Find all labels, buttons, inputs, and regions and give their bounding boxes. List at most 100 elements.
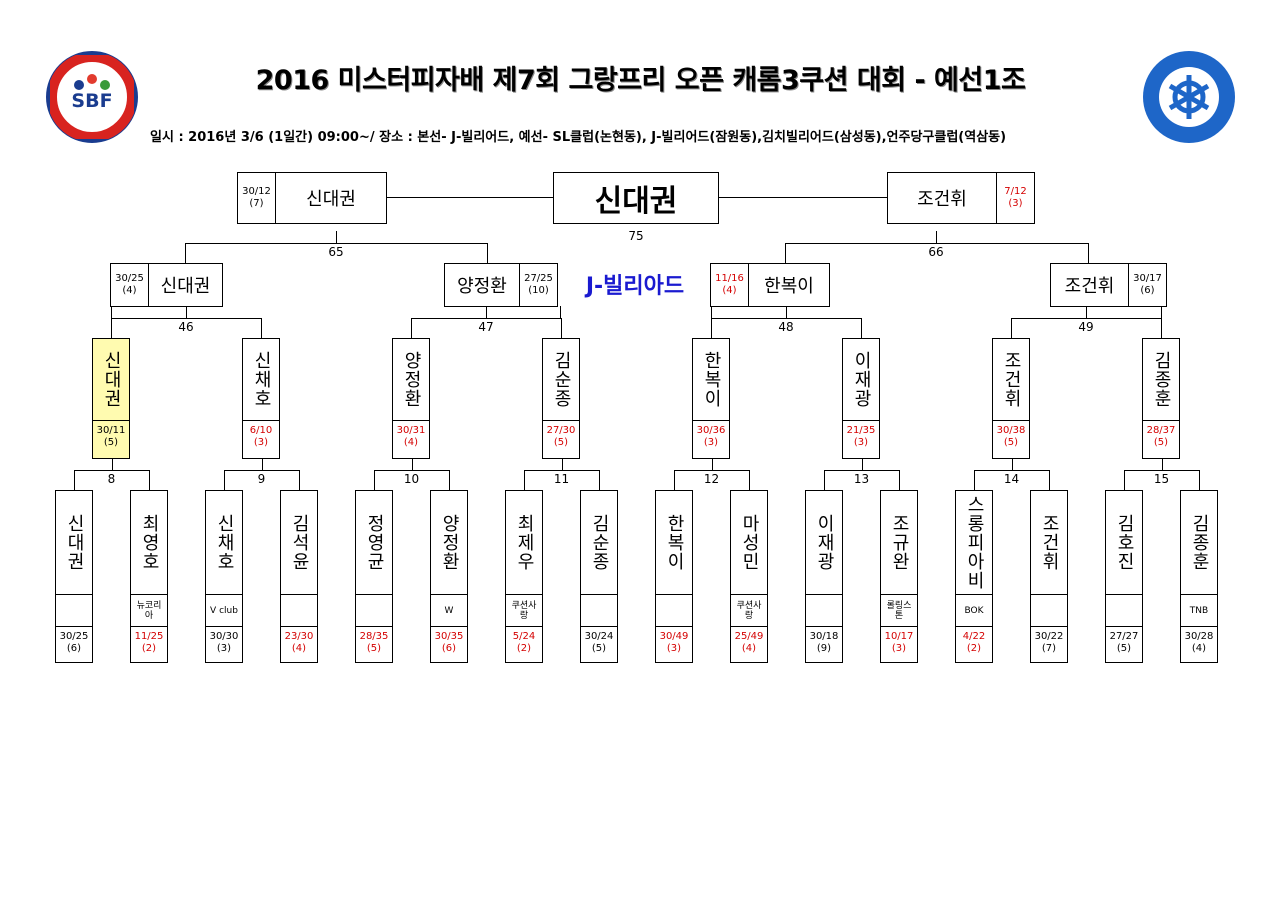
club-name: BOK xyxy=(956,595,992,627)
match-number: 65 xyxy=(328,245,344,259)
innings: (6) xyxy=(66,643,82,654)
score: 30/24 xyxy=(584,631,614,642)
score-cell: 7/12(3) xyxy=(1004,186,1026,210)
score: 27/25 xyxy=(524,273,553,284)
player-name: 양정환 xyxy=(431,491,467,595)
player-name: 조규완 xyxy=(881,491,917,595)
bracket-line xyxy=(111,458,113,471)
player-name: 조건휘 xyxy=(993,339,1029,421)
player-name: 양정환 xyxy=(393,339,429,421)
score: 30/30 xyxy=(209,631,239,642)
score: 23/30 xyxy=(284,631,314,642)
sbf-logo: SBF xyxy=(46,51,138,143)
score-cell: 11/25(2) xyxy=(131,631,167,655)
score-cell: 28/37(5) xyxy=(1143,425,1179,449)
bracket-line xyxy=(749,470,750,491)
player-name: 한복이 xyxy=(656,491,692,595)
quarter-winner-card: 27/25(10)양정환 xyxy=(444,263,558,307)
quarter-winner-card: 30/25(4)신대권 xyxy=(110,263,223,307)
bracket-line xyxy=(74,470,75,491)
bracket-line xyxy=(719,197,888,198)
bracket-line xyxy=(785,243,786,264)
bracket-line xyxy=(1199,470,1200,491)
bracket-line xyxy=(711,458,713,471)
innings: (5) xyxy=(1116,643,1132,654)
player-card: 이재광 30/18(9) xyxy=(805,490,843,663)
bracket-line xyxy=(674,470,675,491)
score: 30/12 xyxy=(242,186,271,197)
player-name: 이재광 xyxy=(806,491,842,595)
match-number: 48 xyxy=(778,320,794,334)
event-info: 일시 : 2016년 3/6 (1일간) 09:00~/ 장소 : 본선- J-… xyxy=(150,130,1007,145)
innings: (5) xyxy=(1153,437,1169,448)
innings: (4) xyxy=(1191,643,1207,654)
score-cell: 27/25(10) xyxy=(524,273,553,297)
club-name: 뉴코리아 xyxy=(131,595,167,627)
innings: (2) xyxy=(966,643,982,654)
score-cell: 5/24(2) xyxy=(506,631,542,655)
player-name: 신대권 xyxy=(306,189,356,210)
score-cell: 30/31(4) xyxy=(393,425,429,449)
innings: (7) xyxy=(249,198,264,209)
score: 30/28 xyxy=(1184,631,1214,642)
innings: (4) xyxy=(403,437,419,448)
score: 27/27 xyxy=(1109,631,1139,642)
match-number: 14 xyxy=(1003,472,1020,486)
club-name: W xyxy=(431,595,467,627)
score: 30/22 xyxy=(1034,631,1064,642)
club-name: V club xyxy=(206,595,242,627)
quarter-winner-card: 11/16(4) 한복이 xyxy=(710,263,830,307)
innings: (5) xyxy=(366,643,382,654)
player-name: 한복이 xyxy=(764,276,814,297)
player-name: 조건휘 xyxy=(1064,276,1115,297)
bracket-line xyxy=(486,306,487,319)
match-number: 11 xyxy=(553,472,570,486)
score-cell: 11/16(4) xyxy=(715,273,744,297)
score-cell: 30/22(7) xyxy=(1031,631,1067,655)
bracket-line xyxy=(411,458,413,471)
club-name xyxy=(1106,595,1142,627)
score-cell: 30/11(5) xyxy=(93,425,129,449)
bracket-line xyxy=(374,470,375,491)
club-name: TNB xyxy=(1181,595,1217,627)
innings: (4) xyxy=(291,643,307,654)
club-name: 쿠션사랑 xyxy=(731,595,767,627)
innings: (3) xyxy=(853,437,869,448)
club-name xyxy=(281,595,317,627)
score: 28/37 xyxy=(1146,425,1176,436)
innings: (5) xyxy=(103,437,119,448)
player-name: 조건휘 xyxy=(917,189,967,210)
page-title: 2016 미스터피자배 제7회 그랑프리 오픈 캐롬3쿠션 대회 - 예선1조 xyxy=(255,65,1026,96)
player-name: 조건휘 xyxy=(1031,491,1067,595)
score-cell: 30/30(3) xyxy=(206,631,242,655)
player-name: 김순종 xyxy=(543,339,579,421)
score-box: 30/25(4) xyxy=(111,264,149,306)
score-cell: 25/49(4) xyxy=(731,631,767,655)
bracket-line xyxy=(185,243,186,264)
score-cell: 30/18(9) xyxy=(806,631,842,655)
score-cell: 6/10(3) xyxy=(243,425,279,449)
player-name: 스롱피아비 xyxy=(956,491,992,595)
bracket-line xyxy=(1124,470,1125,491)
club-name xyxy=(356,595,392,627)
player-name: 신대권 xyxy=(93,339,129,421)
bracket-line xyxy=(149,470,150,491)
player-card: 신대권 30/11(5) xyxy=(92,338,130,459)
champion-card: 신대권 xyxy=(553,172,719,224)
player-card: 양정환 30/31(4) xyxy=(392,338,430,459)
score-cell: 21/35(3) xyxy=(843,425,879,449)
match-number: 9 xyxy=(257,472,266,486)
score: 11/16 xyxy=(715,273,744,284)
innings: (7) xyxy=(1041,643,1057,654)
score: 30/31 xyxy=(396,425,426,436)
innings: (6) xyxy=(441,643,457,654)
bracket-line xyxy=(861,458,863,471)
player-name: 김종훈 xyxy=(1181,491,1217,595)
score-cell: 30/49(3) xyxy=(656,631,692,655)
